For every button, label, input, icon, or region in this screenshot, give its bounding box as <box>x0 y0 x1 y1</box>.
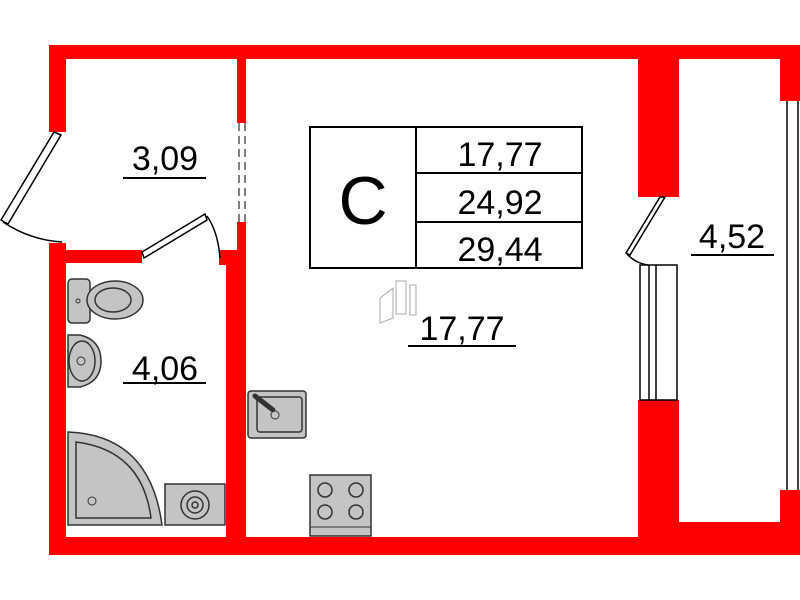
kitchen-sink-icon <box>247 390 307 439</box>
stove-icon <box>309 474 372 537</box>
living-area-value: 17,77 <box>457 136 542 174</box>
washing-machine-icon <box>164 483 226 526</box>
room-bathroom-area: 4,06 <box>132 350 198 388</box>
window-balcony <box>639 101 799 490</box>
total-area-value: 24,92 <box>457 184 542 222</box>
toilet-icon <box>67 278 144 324</box>
room-hall-area: 3,09 <box>132 140 198 178</box>
walls <box>49 45 800 555</box>
shower-icon <box>67 431 163 526</box>
apartment-type-label: C <box>338 163 387 239</box>
room-balcony-area: 4,52 <box>699 218 765 256</box>
total-area-with-balcony-value: 29,44 <box>457 231 542 269</box>
furniture-placeholder-icon <box>379 280 417 324</box>
washbasin-icon <box>67 334 102 388</box>
entrance-door[interactable] <box>0 131 63 243</box>
partition-opening <box>238 123 246 222</box>
bathroom-door[interactable] <box>141 212 221 260</box>
balcony-door[interactable] <box>624 196 667 266</box>
area-table: C 17,77 24,92 29,44 <box>309 126 583 269</box>
room-labels: 3,09 4,06 17,77 4,52 <box>123 140 774 388</box>
room-living-area: 17,77 <box>419 310 504 348</box>
